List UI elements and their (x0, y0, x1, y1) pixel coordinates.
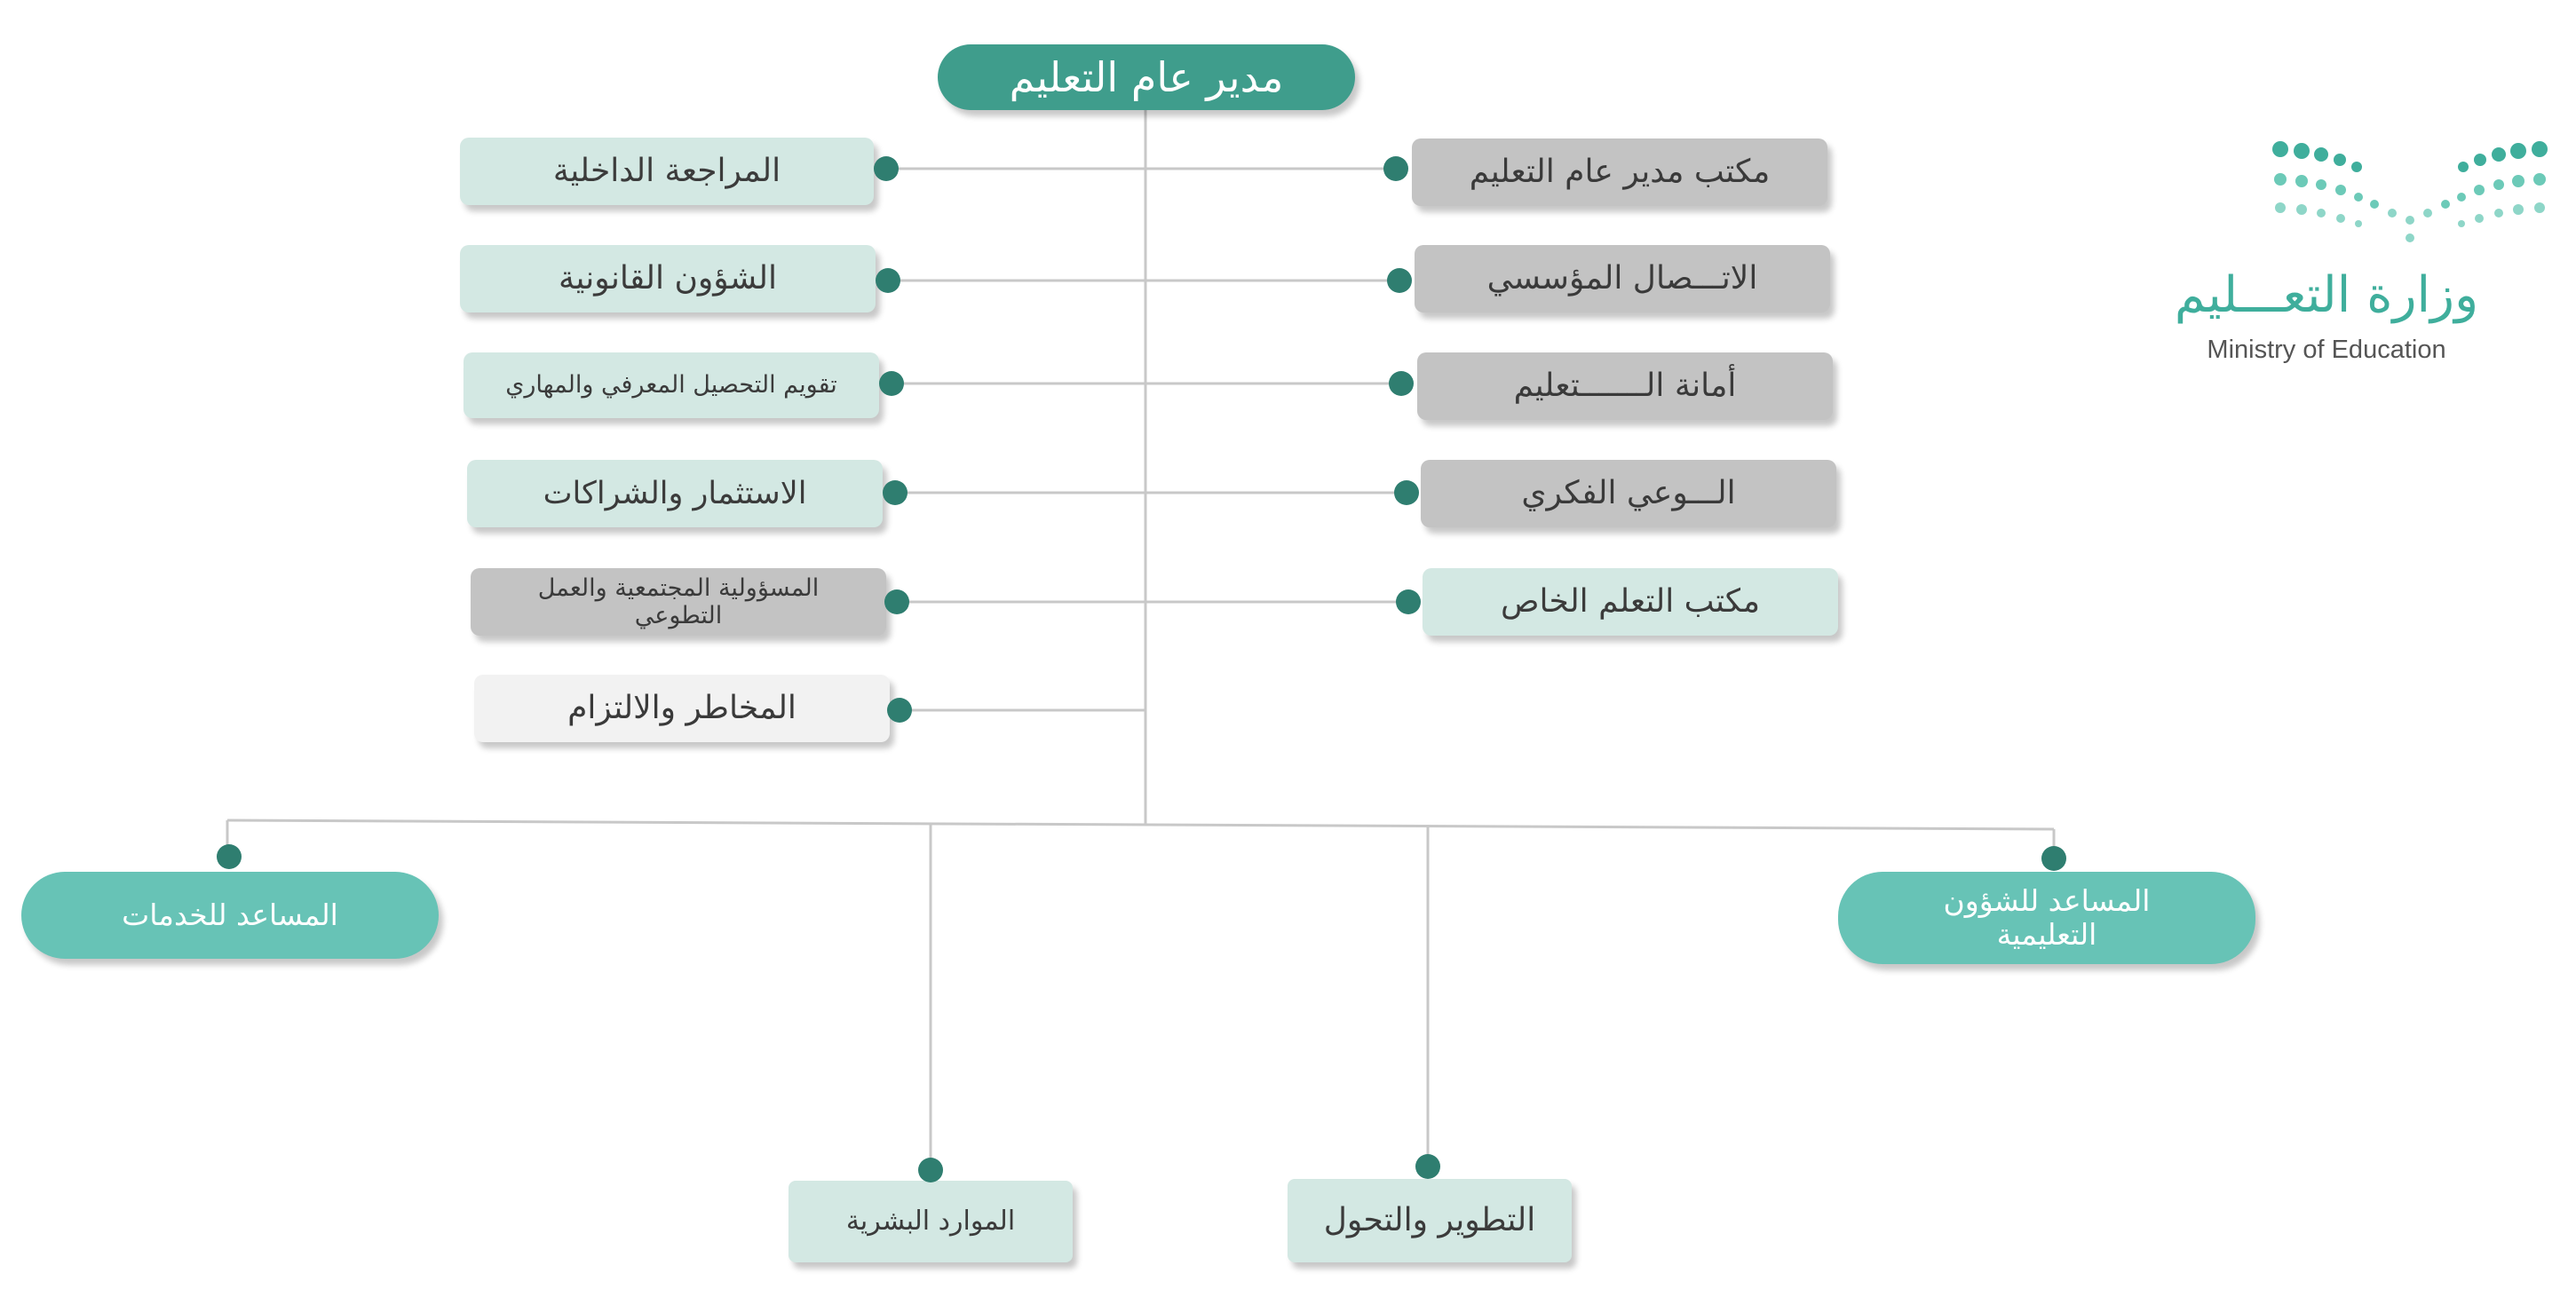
unit-achievement-evaluation: تقويم التحصيل المعرفي والمهاري (464, 352, 879, 418)
assistant-services-box: المساعد للخدمات (21, 872, 439, 959)
connector-dot (2041, 846, 2066, 871)
connector-dot (1387, 268, 1412, 293)
unit-label: الـــوعي الفكري (1521, 475, 1736, 512)
ministry-logo: وزارة التعـــليم Ministry of Education (2122, 133, 2566, 382)
connector-dot (918, 1158, 943, 1182)
connector-dot (883, 480, 908, 505)
unit-label: مكتب مدير عام التعليم (1469, 154, 1771, 191)
unit-label: تقويم التحصيل المعرفي والمهاري (505, 371, 837, 399)
unit-corporate-communication: الاتـــصال المؤسسي (1415, 245, 1830, 312)
connector-dot (1383, 156, 1408, 181)
connector-dot (1389, 371, 1414, 396)
unit-development-transformation: التطوير والتحول (1288, 1179, 1572, 1262)
connector-dot (879, 371, 904, 396)
unit-label: التطوير والتحول (1323, 1202, 1536, 1239)
connector-dot (876, 268, 900, 293)
unit-education-secretariat: أمانة الـــــــتعليم (1417, 352, 1833, 420)
unit-director-office: مكتب مدير عام التعليم (1412, 138, 1827, 206)
unit-investment-partnerships: الاستثمار والشراكات (467, 460, 883, 527)
unit-label: الاتـــصال المؤسسي (1486, 260, 1758, 297)
connector-dot (874, 156, 899, 181)
unit-label: الاستثمار والشراكات (543, 475, 807, 511)
unit-label: المسؤولية المجتمعية والعمل التطوعي (537, 573, 820, 629)
unit-human-resources: الموارد البشرية (789, 1181, 1073, 1262)
unit-legal-affairs: الشؤون القانونية (460, 245, 876, 312)
assistant-education-label: المساعد للشؤون التعليمية (1943, 883, 2151, 952)
unit-social-responsibility: المسؤولية المجتمعية والعمل التطوعي (471, 568, 886, 636)
unit-private-education-office: مكتب التعلم الخاص (1423, 568, 1838, 636)
unit-label: المخاطر والالتزام (567, 690, 797, 727)
general-director-label: مدير عام التعليم (1009, 53, 1284, 101)
unit-intellectual-awareness: الـــوعي الفكري (1421, 460, 1836, 527)
logo-dots-icon (2272, 141, 2548, 242)
assistant-services-label: المساعد للخدمات (122, 898, 338, 933)
connector-dot (887, 698, 912, 723)
logo-english-text: Ministry of Education (2207, 336, 2446, 364)
unit-label: أمانة الـــــــتعليم (1513, 368, 1737, 405)
assistant-education-box: المساعد للشؤون التعليمية (1838, 872, 2255, 964)
unit-label: مكتب التعلم الخاص (1500, 583, 1761, 621)
unit-label: الشؤون القانونية (559, 260, 777, 297)
unit-label: الموارد البشرية (845, 1205, 1016, 1237)
unit-label: المراجعة الداخلية (552, 153, 781, 190)
connector-dot (1415, 1154, 1440, 1179)
connector-dot (1394, 480, 1419, 505)
logo-arabic-text: وزارة التعـــليم (2174, 266, 2479, 324)
unit-internal-audit: المراجعة الداخلية (460, 138, 874, 205)
connector-dot (884, 589, 909, 614)
unit-risk-compliance: المخاطر والالتزام (474, 675, 890, 742)
general-director-box: مدير عام التعليم (938, 44, 1355, 110)
connector-dot (1396, 589, 1421, 614)
connector-dot (217, 844, 242, 869)
